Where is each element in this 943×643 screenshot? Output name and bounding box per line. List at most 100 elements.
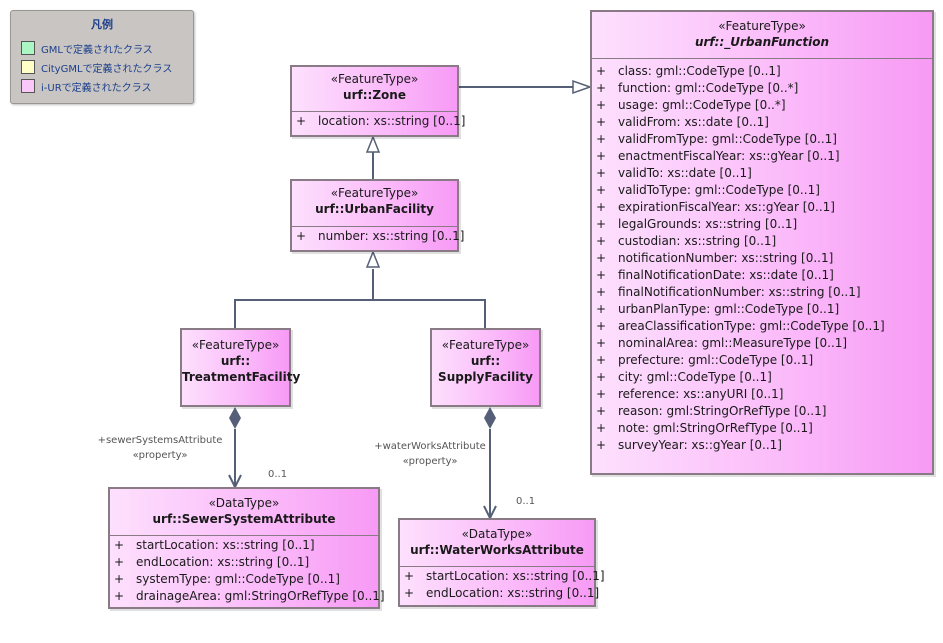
attribute-visibility: + — [596, 132, 607, 146]
association-stereotype-label: «property» — [132, 450, 188, 461]
attribute-text: areaClassificationType: gml::CodeType [0… — [618, 319, 885, 333]
class-separator — [592, 58, 932, 59]
attribute-row: +endLocation: xs::string [0..1] — [114, 554, 378, 571]
generalization-arrowhead — [365, 249, 381, 268]
class-stereotype: «FeatureType» — [330, 72, 419, 86]
attribute-row: + usage: gml::CodeType [0..*] — [596, 97, 932, 114]
attribute-row: +finalNotificationNumber: xs::string [0.… — [596, 284, 932, 301]
attribute-row: +class: gml::CodeType [0..1] — [596, 63, 932, 80]
attribute-text: startLocation: xs::string [0..1] — [426, 569, 605, 583]
attribute-text: class: gml::CodeType [0..1] — [618, 64, 781, 78]
attribute-text: legalGrounds: xs::string [0..1] — [618, 217, 798, 231]
legend-label: GMLで定義されたクラス — [41, 44, 153, 56]
attribute-text: validFromType: gml::CodeType [0..1] — [618, 132, 837, 146]
attribute-visibility: + — [114, 555, 125, 569]
class-separator — [292, 226, 457, 227]
attribute-text: nominalArea: gml::MeasureType [0..1] — [618, 336, 848, 350]
attribute-text: urbanPlanType: gml::CodeType [0..1] — [618, 302, 840, 316]
class-treatment-facility[interactable]: «FeatureType» urf:: TreatmentFacility — [180, 328, 301, 407]
attribute-row: +startLocation: xs::string [0..1] — [404, 568, 605, 585]
legend-swatch-citygml — [21, 60, 35, 74]
legend-swatch-gml — [21, 41, 35, 55]
class-attributes: +startLocation: xs::string [0..1] +endLo… — [400, 567, 605, 602]
attribute-row: + custodian: xs::string [0..1] — [596, 233, 932, 250]
attribute-visibility: + — [404, 586, 415, 600]
legend-item-gml: GMLで定義されたクラス — [21, 40, 153, 56]
attribute-row: +nominalArea: gml::MeasureType [0..1] — [596, 335, 932, 352]
attribute-text: enactmentFiscalYear: xs::gYear [0..1] — [618, 149, 840, 163]
class-urban-facility[interactable]: «FeatureType» urf::UrbanFacility +number… — [290, 179, 464, 252]
class-stereotype: «FeatureType» — [330, 186, 419, 200]
attribute-row: + function: gml::CodeType [0..*] — [596, 80, 932, 97]
attribute-text: systemType: gml::CodeType [0..1] — [136, 572, 340, 586]
attribute-row: + note: gml:StringOrRefType [0..1] — [596, 420, 932, 437]
class-zone[interactable]: «FeatureType» urf::Zone + location: xs::s… — [290, 65, 465, 137]
attribute-row: + location: xs::string [0..1] — [296, 113, 465, 130]
generalization-arrowhead — [365, 134, 381, 153]
attribute-row: + drainageArea: gml:StringOrRefType [0..1… — [114, 588, 385, 605]
class-name: urf::SewerSystemAttribute — [152, 512, 336, 526]
attribute-visibility: + — [296, 114, 307, 128]
attribute-text: validTo: xs::date [0..1] — [618, 166, 752, 180]
attribute-visibility: + — [596, 149, 607, 163]
class-water-works-attribute[interactable]: «DataType» urf::WaterWorksAttribute +sta… — [398, 518, 605, 607]
attribute-text: prefecture: gml::CodeType [0..1] — [618, 353, 814, 367]
class-supply-facility[interactable]: «FeatureType» urf:: SupplyFacility — [430, 328, 541, 407]
class-stereotype: «DataType» — [208, 496, 280, 510]
class-name: urf::UrbanFacility — [315, 202, 434, 216]
attribute-row: + legalGrounds: xs::string [0..1] — [596, 216, 932, 233]
attribute-visibility: + — [596, 217, 607, 231]
class-urban-function[interactable]: «FeatureType» urf::_UrbanFunction +class… — [590, 10, 934, 475]
class-name-line2: TreatmentFacility — [182, 370, 301, 384]
attribute-row: +endLocation: xs::string [0..1] — [404, 585, 599, 602]
class-stereotype: «FeatureType» — [191, 338, 280, 352]
attribute-visibility: + — [596, 319, 607, 333]
attribute-row: + enactmentFiscalYear: xs::gYear [0..1] — [596, 148, 932, 165]
attribute-visibility: + — [596, 234, 607, 248]
composition-diamond — [484, 407, 496, 429]
attribute-visibility: + — [114, 572, 125, 586]
attribute-text: finalNotificationDate: xs::date [0..1] — [618, 268, 834, 282]
attribute-visibility: + — [596, 421, 607, 435]
generalization-arrowhead — [572, 79, 593, 95]
attribute-text: custodian: xs::string [0..1] — [618, 234, 777, 248]
class-name-line1: urf:: — [470, 354, 501, 368]
attribute-visibility: + — [596, 200, 607, 214]
legend-title: 凡例 — [91, 18, 113, 31]
attribute-row: +validFrom: xs::date [0..1] — [596, 114, 932, 131]
attribute-visibility: + — [114, 589, 125, 603]
attribute-visibility: + — [596, 302, 607, 316]
association-role-label: +waterWorksAttribute — [374, 441, 486, 452]
attribute-visibility: + — [596, 98, 607, 112]
attribute-visibility: + — [596, 183, 607, 197]
attribute-visibility: + — [596, 81, 607, 95]
class-sewer-system-attribute[interactable]: «DataType» urf::SewerSystemAttribute + st… — [108, 487, 385, 609]
attribute-visibility: + — [596, 404, 607, 418]
association-stereotype-label: «property» — [402, 456, 458, 467]
attribute-text: location: xs::string [0..1] — [318, 114, 466, 128]
attribute-text: startLocation: xs::string [0..1] — [136, 538, 315, 552]
class-attributes: + startLocation: xs::string [0..1] +endLo… — [110, 536, 385, 605]
attribute-visibility: + — [596, 166, 607, 180]
class-name: urf::WaterWorksAttribute — [410, 543, 584, 557]
attribute-row: + surveyYear: xs::gYear [0..1] — [596, 437, 932, 454]
attribute-row: + urbanPlanType: gml::CodeType [0..1] — [596, 301, 932, 318]
attribute-row: +number: xs::string [0..1] — [296, 228, 464, 245]
class-separator — [110, 535, 378, 536]
class-name: urf::Zone — [343, 88, 406, 102]
attribute-text: note: gml:StringOrRefType [0..1] — [618, 421, 813, 435]
class-attributes: +class: gml::CodeType [0..1]+function: g… — [592, 59, 932, 454]
attribute-text: usage: gml::CodeType [0..*] — [618, 98, 786, 112]
attribute-visibility: + — [596, 370, 607, 384]
attribute-visibility: + — [596, 438, 607, 452]
attribute-row: +notificationNumber: xs::string [0..1] — [596, 250, 932, 267]
attribute-text: surveyYear: xs::gYear [0..1] — [618, 438, 782, 452]
attribute-text: function: gml::CodeType [0..*] — [618, 81, 799, 95]
legend-swatch-iur — [21, 79, 35, 93]
attribute-text: drainageArea: gml:StringOrRefType [0..1] — [136, 589, 385, 603]
class-separator — [292, 111, 457, 112]
class-stereotype: «DataType» — [461, 527, 533, 541]
legend-item-citygml: CityGMLで定義されたクラス — [21, 59, 172, 75]
legend-label: CityGMLで定義されたクラス — [41, 63, 173, 75]
